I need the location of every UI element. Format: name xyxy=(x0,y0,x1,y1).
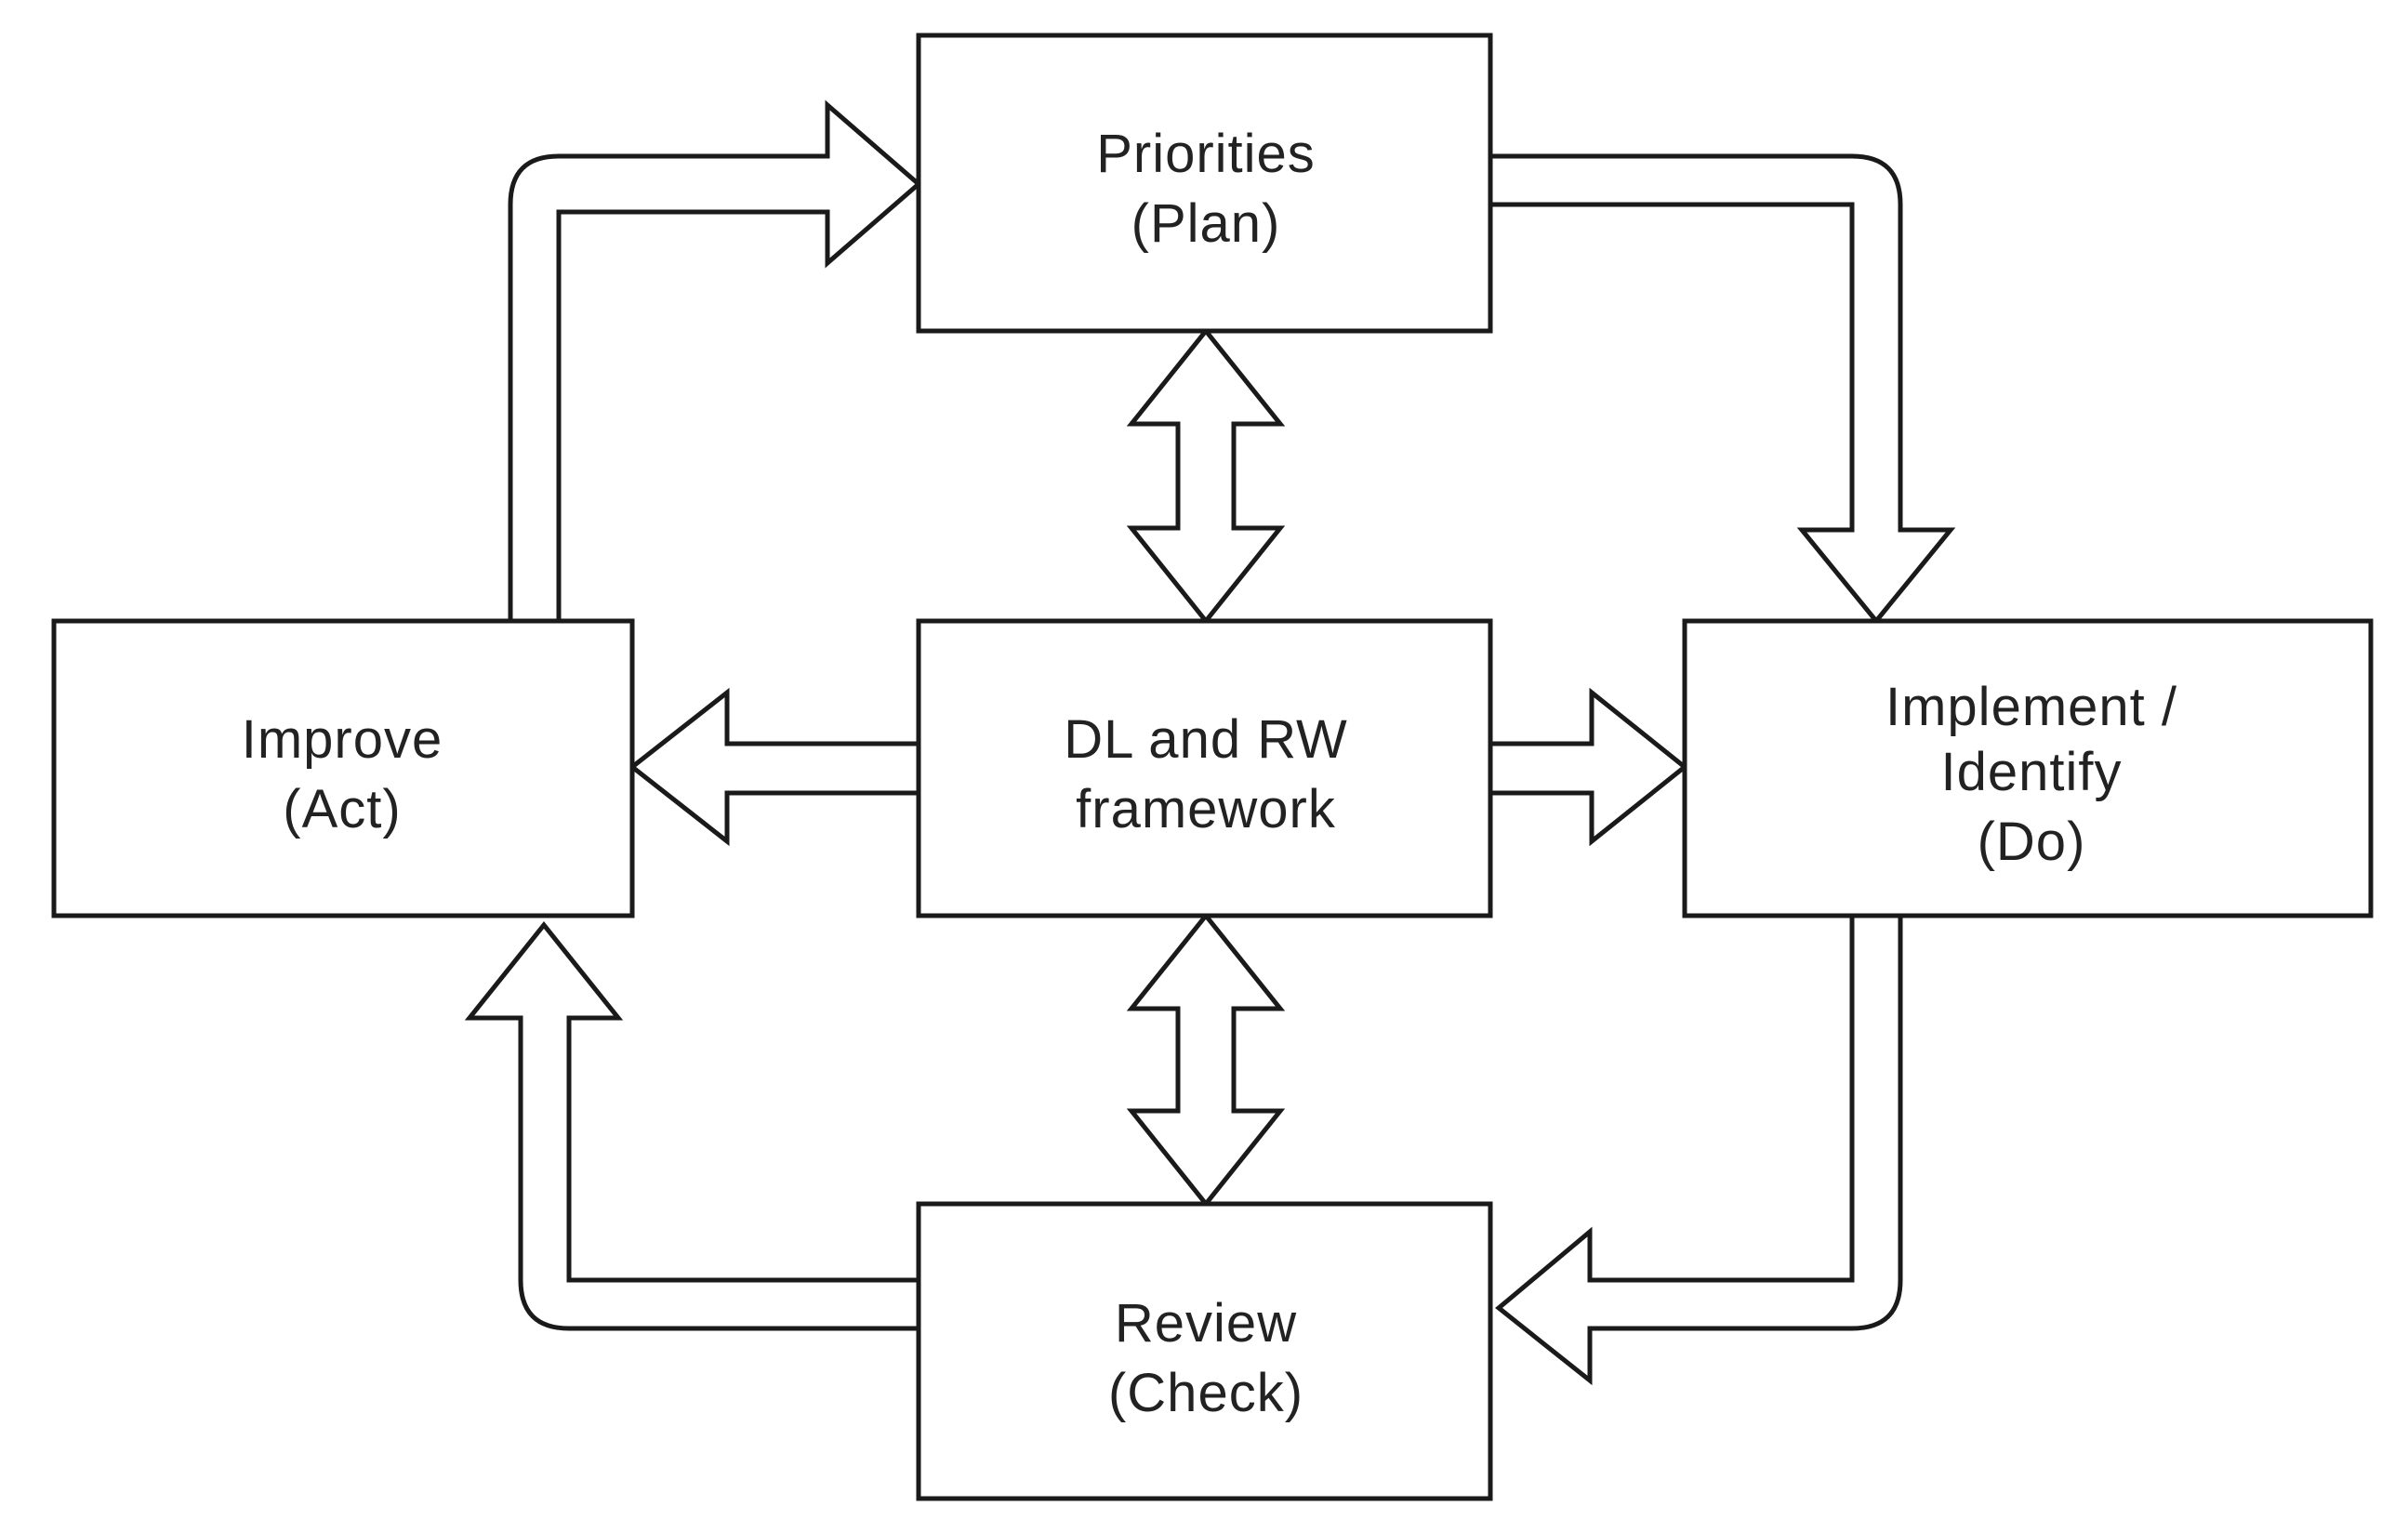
node-act-line-1: Improve xyxy=(242,709,443,770)
node-do-line-3: (Do) xyxy=(1978,812,2086,872)
node-plan-line-2: (Plan) xyxy=(1131,193,1281,254)
node-act: Improve (Act) xyxy=(51,618,635,918)
node-plan: Priorities (Plan) xyxy=(916,33,1493,334)
node-do: Implement / Identify (Do) xyxy=(1682,618,2374,918)
node-check: Review (Check) xyxy=(916,1201,1493,1501)
node-do-line-1: Implement / xyxy=(1885,677,2177,737)
node-center: DL and RW framework xyxy=(916,618,1493,918)
arrow-center-to-do xyxy=(1488,687,1689,847)
arrow-center-to-act xyxy=(628,687,921,847)
arrow-do-to-check xyxy=(1495,913,1903,1386)
arrow-center-check-bidirectional xyxy=(1126,911,1286,1209)
node-do-line-2: Identify xyxy=(1941,742,2123,802)
arrow-plan-to-do xyxy=(1488,153,1956,625)
node-center-line-1: DL and RW xyxy=(1064,709,1348,770)
node-check-line-2: (Check) xyxy=(1108,1363,1303,1423)
arrow-check-to-act xyxy=(464,920,921,1331)
arrow-act-to-plan xyxy=(508,99,922,624)
node-act-line-2: (Act) xyxy=(283,779,401,839)
node-center-line-2: framework xyxy=(1076,779,1336,839)
node-plan-line-1: Priorities xyxy=(1096,124,1316,184)
arrow-center-plan-bidirectional xyxy=(1126,326,1286,626)
node-check-line-1: Review xyxy=(1115,1293,1297,1354)
